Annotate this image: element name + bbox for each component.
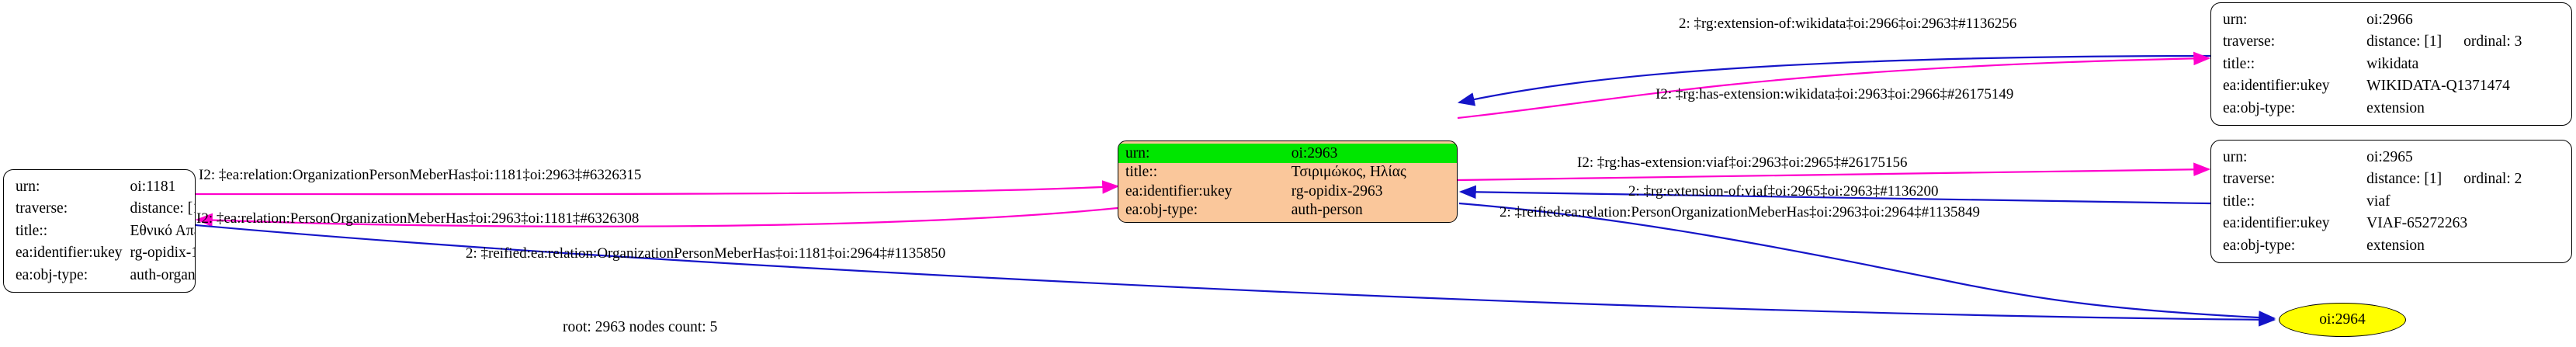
- node-value: Εθνικό Απελευθερωτικό Μέτωπο: [130, 222, 195, 239]
- node-value: rg-opidix-1181: [130, 245, 195, 261]
- node-key: traverse:: [16, 200, 68, 217]
- node-row: title:: viaf: [2211, 190, 2571, 213]
- node-value: extension: [2366, 237, 2425, 254]
- edge-label-extension-of-viaf: 2: ‡rg:extension-of:viaf‡oi:2965‡oi:2963…: [1628, 183, 1939, 200]
- node-row-highlight: urn: oi:2963: [1118, 144, 1457, 163]
- edge-label-reified-organization-person: 2: ‡reified:ea:relation:OrganizationPers…: [466, 245, 946, 262]
- node-value: oi:2966: [2366, 11, 2413, 28]
- node-row: ea:identifier:ukey VIAF-65272263: [2211, 213, 2571, 235]
- traverse-distance: distance: [1]: [130, 200, 195, 217]
- node-value: Τσιριμώκος, Ηλίας: [1291, 164, 1406, 180]
- node-key: urn:: [2223, 148, 2248, 165]
- node-value: extension: [2366, 99, 2425, 116]
- edge-label-has-extension-viaf: I2: ‡rg:has-extension:viaf‡oi:2963‡oi:29…: [1577, 154, 1908, 171]
- node-key: title::: [16, 222, 48, 239]
- traverse-distance: distance: [1]: [2366, 33, 2443, 50]
- node-oi-1181[interactable]: urn: oi:1181 traverse: distance: [1]ordi…: [3, 169, 196, 293]
- node-oi-2966[interactable]: urn: oi:2966 traverse: distance: [1] ordi…: [2210, 2, 2572, 126]
- edge-reified-organization-person: [195, 224, 2276, 327]
- node-row: ea:identifier:ukey WIKIDATA-Q1371474: [2211, 75, 2571, 98]
- edge-has-extension-viaf: [1457, 162, 2211, 182]
- node-key: ea:obj-type:: [1125, 202, 1198, 218]
- traverse-ordinal: ordinal: 3: [2463, 33, 2522, 50]
- node-key: ea:obj-type:: [2223, 99, 2296, 116]
- node-row: traverse: distance: [1] ordinal: 2: [2211, 168, 2571, 191]
- node-row: ea:obj-type: auth-organization: [4, 264, 196, 286]
- node-value: distance: [1] ordinal: 2: [2366, 168, 2571, 191]
- node-key: ea:identifier:ukey: [2223, 78, 2330, 94]
- node-value: distance: [1]ordinal: 1: [130, 198, 195, 220]
- node-key: urn:: [1118, 144, 1291, 163]
- node-oi-2965[interactable]: urn: oi:2965 traverse: distance: [1] ordi…: [2210, 140, 2572, 263]
- node-value: rg-opidix-2963: [1291, 182, 1383, 200]
- node-row: urn: oi:2966: [2211, 9, 2571, 31]
- graph-footer: root: 2963 nodes count: 5: [563, 319, 718, 335]
- edge-label-has-extension-wikidata: I2: ‡rg:has-extension:wikidata‡oi:2963‡o…: [1656, 86, 2014, 102]
- node-row: traverse: distance: [1] ordinal: 3: [2211, 31, 2571, 54]
- node-key: title::: [2223, 193, 2255, 210]
- node-value: WIKIDATA-Q1371474: [2366, 78, 2510, 94]
- node-oi-2964[interactable]: oi:2964: [2279, 303, 2406, 337]
- edge-label-extension-of-wikidata: 2: ‡rg:extension-of:wikidata‡oi:2966‡oi:…: [1679, 16, 2017, 32]
- traverse-distance: distance: [1]: [2366, 171, 2443, 187]
- node-row: ea:obj-type: extension: [2211, 97, 2571, 120]
- node-row: ea:identifier:ukey rg-opidix-2963: [1118, 182, 1457, 201]
- node-row: ea:obj-type: extension: [2211, 234, 2571, 257]
- node-label: oi:2964: [2319, 311, 2366, 328]
- node-key: title::: [2223, 55, 2255, 72]
- node-value: oi:1181: [130, 178, 176, 195]
- edge-label-reified-person-organization: 2: ‡reified:ea:relation:PersonOrganizati…: [1499, 204, 1980, 220]
- edge-label-person-organization-meber-has: I2: ‡ea:relation:PersonOrganizationMeber…: [196, 210, 640, 227]
- node-value: wikidata: [2366, 55, 2419, 72]
- node-row: ea:identifier:ukey rg-opidix-1181: [4, 242, 195, 265]
- node-value: viaf: [2366, 193, 2391, 210]
- node-value: distance: [1] ordinal: 3: [2366, 31, 2571, 54]
- edge-reified-person-organization: [1458, 202, 2276, 324]
- node-value: oi:2963: [1291, 144, 1457, 163]
- node-row: urn: oi:1181: [4, 175, 195, 198]
- node-key: ea:identifier:ukey: [16, 245, 123, 261]
- traverse-ordinal: ordinal: 2: [2463, 171, 2522, 187]
- node-row: title:: Εθνικό Απελευθερωτικό Μέτωπο: [4, 220, 195, 242]
- node-key: traverse:: [2223, 171, 2276, 187]
- node-key: traverse:: [2223, 33, 2276, 50]
- edge-label-organization-person-meber-has: I2: ‡ea:relation:OrganizationPersonMeber…: [199, 167, 642, 183]
- node-key: urn:: [16, 178, 40, 195]
- node-value: auth-organization: [130, 266, 196, 283]
- node-row: ea:obj-type: auth-person: [1118, 201, 1457, 220]
- node-key: title::: [1125, 164, 1158, 180]
- node-value: auth-person: [1291, 202, 1363, 218]
- node-row: title:: wikidata: [2211, 53, 2571, 75]
- node-row: urn: oi:2965: [2211, 146, 2571, 168]
- node-key: ea:identifier:ukey: [1125, 182, 1233, 200]
- node-row: traverse: distance: [1]ordinal: 1: [4, 198, 195, 220]
- node-key: ea:obj-type:: [16, 266, 88, 283]
- node-value: oi:2965: [2366, 148, 2413, 165]
- edge-organization-person-meber-has: [195, 180, 1120, 196]
- node-key: urn:: [2223, 11, 2248, 28]
- node-row: title:: Τσιριμώκος, Ηλίας: [1118, 163, 1457, 182]
- node-key: ea:obj-type:: [2223, 237, 2296, 254]
- node-key: ea:identifier:ukey: [2223, 215, 2330, 231]
- node-value: VIAF-65272263: [2366, 215, 2468, 231]
- node-oi-2963[interactable]: urn: oi:2963 title:: Τσιριμώκος, Ηλίας e…: [1118, 141, 1458, 223]
